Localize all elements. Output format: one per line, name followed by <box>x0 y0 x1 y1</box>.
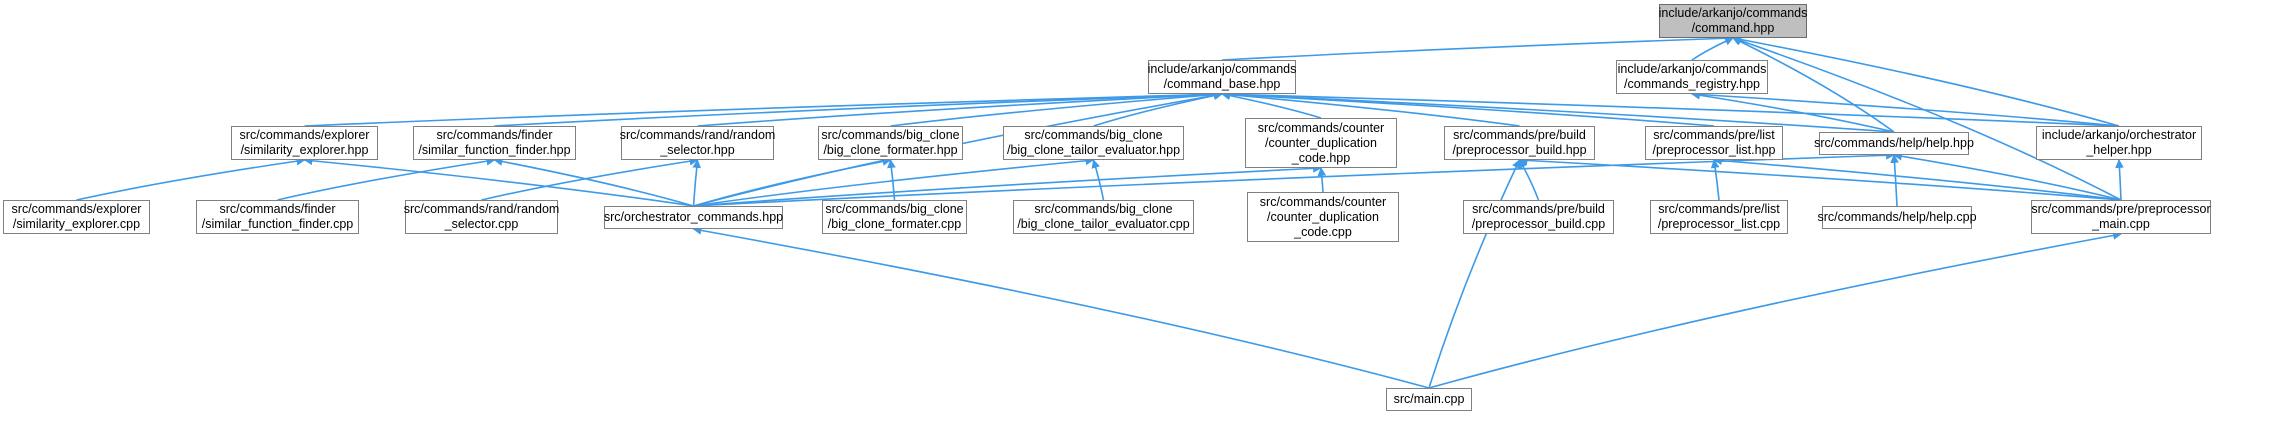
graph-edge-preprocessor_build_hpp--command_base_hpp <box>1221 90 1520 127</box>
graph-edge-random_selector_hpp--command_base_hpp <box>697 90 1223 127</box>
graph-edge-orchestrator_commands_hpp--big_clone_formater_hpp <box>693 157 892 207</box>
graph-node-help_hpp[interactable]: src/commands/help/help.hpp <box>1814 132 1974 155</box>
graph-node-counter_duplication_code_cpp[interactable]: src/commands/counter /counter_duplicatio… <box>1247 192 1399 242</box>
graph-node-main_cpp[interactable]: src/main.cpp <box>1386 388 1472 411</box>
graph-node-preprocessor_list_hpp[interactable]: src/commands/pre/list /preprocessor_list… <box>1645 126 1783 160</box>
graph-node-label: src/commands/finder /similar_function_fi… <box>201 202 354 231</box>
graph-node-similar_function_finder_hpp[interactable]: src/commands/finder /similar_function_fi… <box>413 126 576 160</box>
graph-node-label: src/commands/pre/list /preprocessor_list… <box>1657 202 1781 231</box>
graph-node-label: src/commands/counter /counter_duplicatio… <box>1257 120 1385 165</box>
graph-node-orchestrator_commands_hpp[interactable]: src/orchestrator_commands.hpp <box>604 206 783 229</box>
graph-node-label: src/commands/rand/random _selector.hpp <box>619 128 776 157</box>
graph-node-big_clone_formater_cpp[interactable]: src/commands/big_clone /big_clone_format… <box>822 200 967 234</box>
graph-node-preprocessor_build_hpp[interactable]: src/commands/pre/build /preprocessor_bui… <box>1444 126 1595 160</box>
edge-group <box>76 33 2124 389</box>
graph-edge-similarity_explorer_cpp--similarity_explorer_hpp <box>76 156 306 201</box>
graph-node-label: src/commands/finder /similar_function_fi… <box>418 128 571 157</box>
graph-edge-preprocessor_main_cpp--preprocessor_list_hpp <box>1713 156 2122 201</box>
graph-node-similarity_explorer_hpp[interactable]: src/commands/explorer /similarity_explor… <box>231 126 378 160</box>
graph-node-label: src/main.cpp <box>1393 392 1465 406</box>
graph-node-orchestrator_helper_hpp[interactable]: include/arkanjo/orchestrator _helper.hpp <box>2036 126 2202 160</box>
graph-node-label: include/arkanjo/orchestrator _helper.hpp <box>2041 128 2197 157</box>
graph-node-help_cpp[interactable]: src/commands/help/help.cpp <box>1817 206 1977 229</box>
graph-node-label: src/orchestrator_commands.hpp <box>603 210 784 224</box>
graph-node-label: src/commands/counter /counter_duplicatio… <box>1259 194 1387 239</box>
graph-node-random_selector_hpp[interactable]: src/commands/rand/random _selector.hpp <box>619 126 776 160</box>
graph-node-commands_registry_hpp[interactable]: include/arkanjo/commands /commands_regis… <box>1616 60 1768 94</box>
graph-edge-main_cpp--orchestrator_commands_hpp <box>692 226 1430 389</box>
graph-edge-orchestrator_commands_hpp--big_clone_tailor_evaluator_hpp <box>693 156 1095 207</box>
graph-node-label: src/commands/big_clone /big_clone_tailor… <box>1006 128 1181 157</box>
graph-edge-help_cpp--help_hpp <box>1890 154 1899 207</box>
graph-node-random_selector_cpp[interactable]: src/commands/rand/random _selector.cpp <box>403 200 560 234</box>
graph-edge-command_base_hpp--command_hpp <box>1221 33 1734 61</box>
graph-edge-orchestrator_commands_hpp--similarity_explorer_hpp <box>303 156 694 207</box>
graph-node-similarity_explorer_cpp[interactable]: src/commands/explorer /similarity_explor… <box>3 200 150 234</box>
graph-edge-orchestrator_commands_hpp--similar_function_finder_hpp <box>493 157 694 207</box>
graph-edge-preprocessor_main_cpp--orchestrator_helper_hpp <box>2115 159 2124 201</box>
graph-edge-preprocessor_build_cpp--preprocessor_build_hpp <box>1518 159 1540 201</box>
graph-node-label: include/arkanjo/commands /command.hpp <box>1658 6 1808 35</box>
graph-edge-help_hpp--command_hpp <box>1732 37 1895 133</box>
graph-node-label: src/commands/big_clone /big_clone_tailor… <box>1017 202 1190 231</box>
graph-node-label: src/commands/pre/preprocessor _main.cpp <box>2031 202 2211 231</box>
graph-edge-main_cpp--preprocessor_build_hpp <box>1428 159 1521 389</box>
graph-node-label: src/commands/help/help.cpp <box>1817 210 1977 224</box>
graph-node-command_hpp[interactable]: include/arkanjo/commands /command.hpp <box>1659 4 1807 38</box>
graph-node-label: src/commands/explorer /similarity_explor… <box>239 128 370 157</box>
graph-node-label: src/commands/help/help.hpp <box>1814 136 1974 150</box>
graph-edge-random_selector_cpp--random_selector_hpp <box>481 156 699 201</box>
graph-edge-similar_function_finder_hpp--command_base_hpp <box>494 89 1223 127</box>
graph-edge-big_clone_formater_hpp--command_base_hpp <box>890 90 1223 127</box>
graph-node-preprocessor_main_cpp[interactable]: src/commands/pre/preprocessor _main.cpp <box>2031 200 2211 234</box>
graph-node-counter_duplication_code_hpp[interactable]: src/commands/counter /counter_duplicatio… <box>1245 118 1397 168</box>
graph-node-preprocessor_list_cpp[interactable]: src/commands/pre/list /preprocessor_list… <box>1650 200 1788 234</box>
graph-edge-similarity_explorer_hpp--command_base_hpp <box>304 89 1223 127</box>
graph-node-preprocessor_build_cpp[interactable]: src/commands/pre/build /preprocessor_bui… <box>1463 200 1614 234</box>
graph-edge-similar_function_finder_cpp--similar_function_finder_hpp <box>277 156 496 201</box>
graph-edge-counter_duplication_code_hpp--command_base_hpp <box>1221 91 1322 119</box>
graph-edge-orchestrator_helper_hpp--commands_registry_hpp <box>1691 90 2120 127</box>
graph-node-big_clone_formater_hpp[interactable]: src/commands/big_clone /big_clone_format… <box>818 126 963 160</box>
graph-edge-orchestrator_helper_hpp--command_base_hpp <box>1221 89 2120 127</box>
graph-edge-orchestrator_commands_hpp--help_hpp <box>693 150 1895 207</box>
graph-edge-orchestrator_helper_hpp--command_hpp <box>1732 35 2120 127</box>
graph-node-big_clone_tailor_evaluator_cpp[interactable]: src/commands/big_clone /big_clone_tailor… <box>1013 200 1194 234</box>
graph-edge-orchestrator_commands_hpp--counter_duplication_code_hpp <box>693 164 1322 207</box>
graph-edge-help_hpp--commands_registry_hpp <box>1691 90 1895 133</box>
graph-edge-commands_registry_hpp--command_hpp <box>1691 37 1734 61</box>
graph-node-label: src/commands/pre/build /preprocessor_bui… <box>1471 202 1606 231</box>
graph-edge-orchestrator_commands_hpp--random_selector_hpp <box>692 159 702 207</box>
graph-node-label: include/arkanjo/commands /command_base.h… <box>1147 62 1297 91</box>
graph-node-label: src/commands/big_clone /big_clone_format… <box>821 128 960 157</box>
graph-node-similar_function_finder_cpp[interactable]: src/commands/finder /similar_function_fi… <box>196 200 359 234</box>
graph-edge-counter_duplication_code_cpp--counter_duplication_code_hpp <box>1317 167 1327 193</box>
graph-edge-main_cpp--preprocessor_main_cpp <box>1428 231 2122 389</box>
graph-node-command_base_hpp[interactable]: include/arkanjo/commands /command_base.h… <box>1148 60 1296 94</box>
graph-edge-preprocessor_list_cpp--preprocessor_list_hpp <box>1710 159 1720 201</box>
graph-node-label: src/commands/big_clone /big_clone_format… <box>825 202 964 231</box>
graph-node-label: src/commands/pre/list /preprocessor_list… <box>1652 128 1776 157</box>
graph-node-label: src/commands/pre/build /preprocessor_bui… <box>1452 128 1587 157</box>
graph-node-label: src/commands/explorer /similarity_explor… <box>11 202 142 231</box>
graph-node-label: include/arkanjo/commands /commands_regis… <box>1617 62 1767 91</box>
graph-edge-help_hpp--command_base_hpp <box>1221 89 1895 133</box>
graph-edge-preprocessor_main_cpp--help_hpp <box>1893 151 2122 201</box>
graph-node-big_clone_tailor_evaluator_hpp[interactable]: src/commands/big_clone /big_clone_tailor… <box>1003 126 1184 160</box>
graph-node-label: src/commands/rand/random _selector.cpp <box>403 202 560 231</box>
